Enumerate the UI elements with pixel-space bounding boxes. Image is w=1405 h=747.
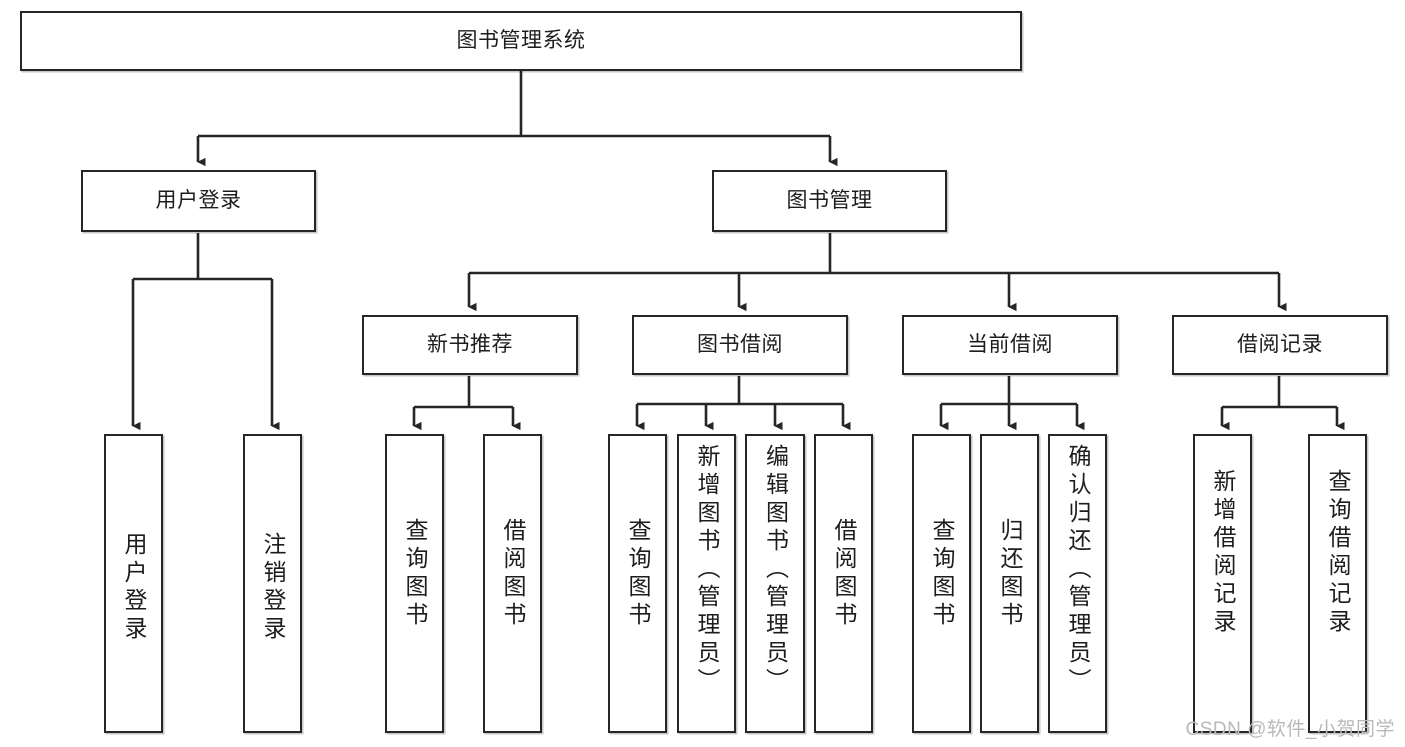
node-book-borrow-label: 图书借阅: [697, 332, 783, 356]
node-user-login[interactable]: 用户登录: [81, 170, 316, 232]
leaf-return-book[interactable]: 归还图书: [980, 434, 1039, 733]
leaf-add-book-admin[interactable]: 新增图书（管理员）: [677, 434, 736, 733]
node-book-management-label: 图书管理: [786, 188, 873, 212]
node-book-management[interactable]: 图书管理: [712, 170, 947, 232]
leaf-confirm-return-admin-label: 确认归还（管理员）: [1065, 444, 1091, 696]
leaf-add-book-admin-label: 新增图书（管理员）: [694, 444, 720, 696]
leaf-logout-label: 注销登录: [260, 532, 286, 644]
node-borrow-record[interactable]: 借阅记录: [1172, 315, 1388, 375]
leaf-query-book-current[interactable]: 查询图书: [912, 434, 971, 733]
leaf-query-book-newbook[interactable]: 查询图书: [385, 434, 444, 733]
node-book-borrow[interactable]: 图书借阅: [632, 315, 848, 375]
leaf-add-borrow-record-label: 新增借阅记录: [1210, 469, 1236, 637]
leaf-edit-book-admin[interactable]: 编辑图书（管理员）: [745, 434, 805, 733]
node-root-label: 图书管理系统: [456, 28, 586, 52]
node-user-login-label: 用户登录: [155, 188, 242, 212]
leaf-return-book-label: 归还图书: [997, 518, 1023, 630]
leaf-borrow-book-borrow[interactable]: 借阅图书: [814, 434, 873, 733]
leaf-query-book-borrow-label: 查询图书: [625, 518, 651, 630]
leaf-borrow-book-newbook-label: 借阅图书: [500, 518, 526, 630]
watermark: CSDN @软件_小贺同学: [1185, 719, 1395, 740]
leaf-confirm-return-admin[interactable]: 确认归还（管理员）: [1048, 434, 1107, 733]
leaf-borrow-book-newbook[interactable]: 借阅图书: [483, 434, 542, 733]
node-new-book-recommend-label: 新书推荐: [427, 332, 513, 356]
leaf-query-book-current-label: 查询图书: [929, 518, 955, 630]
node-new-book-recommend[interactable]: 新书推荐: [362, 315, 578, 375]
leaf-query-book-borrow[interactable]: 查询图书: [608, 434, 667, 733]
leaf-add-borrow-record[interactable]: 新增借阅记录: [1193, 434, 1252, 733]
node-current-borrow[interactable]: 当前借阅: [902, 315, 1118, 375]
leaf-query-borrow-record[interactable]: 查询借阅记录: [1308, 434, 1367, 733]
leaf-user-login[interactable]: 用户登录: [104, 434, 163, 733]
leaf-logout[interactable]: 注销登录: [243, 434, 302, 733]
leaf-user-login-label: 用户登录: [121, 532, 147, 644]
leaf-query-book-newbook-label: 查询图书: [402, 518, 428, 630]
leaf-query-borrow-record-label: 查询借阅记录: [1325, 469, 1351, 637]
node-borrow-record-label: 借阅记录: [1237, 332, 1323, 356]
node-root[interactable]: 图书管理系统: [20, 11, 1022, 71]
leaf-edit-book-admin-label: 编辑图书（管理员）: [762, 444, 789, 696]
leaf-borrow-book-borrow-label: 借阅图书: [831, 518, 857, 630]
node-current-borrow-label: 当前借阅: [967, 332, 1053, 356]
